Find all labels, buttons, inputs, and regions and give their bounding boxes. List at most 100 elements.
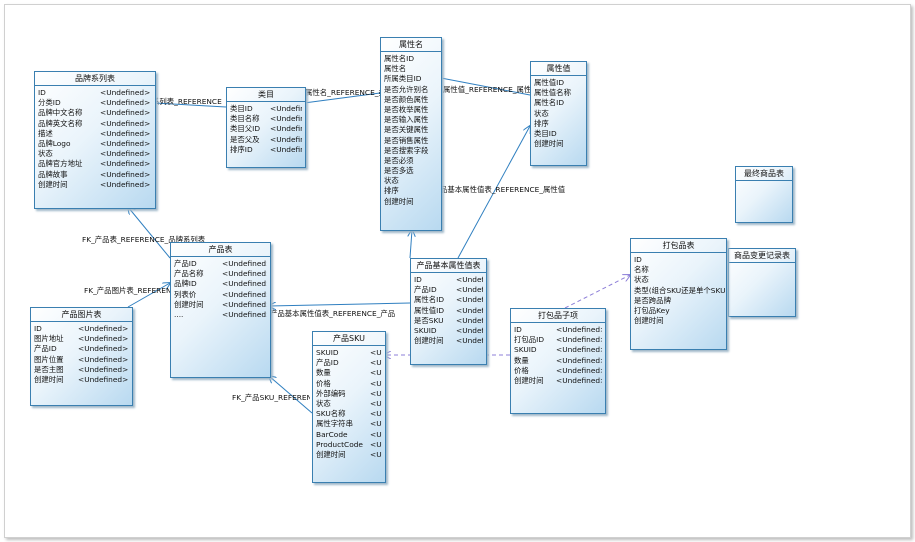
field-name: 打包品Key [634, 305, 670, 315]
field-row: 类目ID<Undefin [230, 104, 302, 114]
entity-product-image[interactable]: 产品图片表 ID<Undefined>图片地址<Undefined>产品ID<U… [30, 307, 133, 406]
relation-label-category-attrname: 属性名_REFERENCE_类目 [305, 88, 394, 97]
field-type: <Undefined> [100, 159, 151, 169]
field-row: 图片地址<Undefined> [34, 334, 129, 344]
field-name: 创建时间 [34, 374, 64, 384]
field-row: 外部编码<Un [316, 389, 382, 399]
field-row: 状态<Un [316, 399, 382, 409]
field-name: 状态 [38, 149, 53, 159]
field-type: <Undefined> [222, 269, 267, 279]
field-name: ID [514, 325, 522, 334]
field-name: 价格 [316, 378, 331, 388]
field-row: ProductCode<Un [316, 440, 382, 450]
field-name: 属性值ID [534, 78, 565, 87]
field-row: SKUID<Un [316, 348, 382, 358]
field-name: 图片地址 [34, 334, 64, 344]
field-name: 属性值ID [414, 305, 445, 315]
field-type: <Undefi [456, 315, 483, 325]
field-row: 排序 [384, 186, 438, 196]
relation-label-image-product: FK_产品图片表_REFERENCE_产品表 [84, 286, 208, 295]
field-type: <Undefined> [100, 138, 151, 148]
field-type: <Undefin [270, 104, 302, 113]
field-row: 是否颜色属性 [384, 95, 438, 105]
field-type: <Un [370, 449, 382, 459]
field-row: 创建时间<Undefined> [38, 180, 152, 190]
entity-title: 产品表 [171, 243, 270, 257]
field-row: 是否多选 [384, 166, 438, 176]
field-name: 数量 [514, 355, 529, 365]
field-row: 产品ID<Undefi [414, 285, 483, 295]
field-name: 品牌ID [174, 279, 197, 289]
field-name: 价格 [514, 365, 529, 375]
field-name: 是否SKU [414, 315, 444, 325]
field-type: <Undefined> [100, 128, 151, 138]
field-name: SKU名称 [316, 409, 346, 419]
field-row: 属性名ID [534, 98, 583, 108]
field-name: 是否父及 [230, 134, 260, 144]
field-row: SKU名称 <Un [316, 409, 382, 419]
entity-product[interactable]: 产品表 产品ID<Undefined>产品名称 <Undefined> 品牌ID <U… [170, 242, 271, 378]
field-name: 名称 [634, 265, 649, 275]
entity-bestseller[interactable]: 最终商品表 [735, 166, 793, 223]
relation-label-sku-product: FK_产品SKU_REFERENCE_产品表 [232, 393, 310, 402]
field-type: <Un [370, 409, 382, 419]
field-name: 打包品ID [514, 335, 545, 345]
field-name: 创建时间 [414, 336, 444, 346]
field-row: 产品ID<Undefined> [174, 259, 267, 269]
field-type: <Undefined> [556, 375, 602, 385]
image-product-line [127, 283, 170, 308]
field-row: 是否必须 [384, 156, 438, 166]
field-name: 是否颜色属性 [384, 94, 429, 104]
field-name: 是否主图 [34, 364, 64, 374]
field-row: 是否关键属性 [384, 125, 438, 135]
relation-label-pav-product: 产品基本属性值表_REFERENCE_产品 [270, 309, 396, 318]
field-name: 品牌英文名称 [38, 118, 83, 128]
field-type: <Undefi [456, 285, 483, 295]
field-type: <Undefined> [222, 259, 267, 268]
field-name: 创建时间 [514, 375, 544, 385]
field-name: 类目名称 [230, 114, 260, 124]
field-type: <Undefin [270, 114, 302, 124]
field-row: ID <Undefined> [514, 325, 602, 335]
field-row: 创建时间<Un [316, 450, 382, 460]
entity-title: 属性值 [531, 62, 586, 76]
entity-title: 商品变更记录表 [729, 249, 795, 263]
field-row: 创建时间<Undefined> [34, 375, 129, 385]
field-row: ID [634, 255, 723, 265]
field-type: <Un [370, 388, 382, 398]
field-row: 产品名称 <Undefined> [174, 269, 267, 279]
entity-product-change-log[interactable]: 商品变更记录表 [728, 248, 796, 317]
entity-product-sku[interactable]: 产品SKU SKUID<Un产品ID<Un数量<Un价格<Un外部编码<Un状态… [312, 331, 386, 483]
field-row: 数量<Un [316, 368, 382, 378]
field-row: 创建时间 <Undefined> [514, 376, 602, 386]
field-name: 属性名ID [534, 98, 565, 108]
entity-title: 品牌系列表 [35, 72, 155, 86]
field-name: 所属类目ID [384, 74, 422, 84]
entity-product-attribute-value[interactable]: 产品基本属性值表 ID<Undefi产品ID<Undefi属性名ID<Undef… [410, 258, 487, 365]
field-name: 创建时间 [384, 196, 414, 206]
field-row: 排序 [534, 119, 583, 129]
field-row: 品牌官方地址<Undefined> [38, 159, 152, 169]
field-row: 所属类目ID [384, 74, 438, 84]
field-type: <Undefi [456, 325, 483, 335]
field-row: 是否输入属性 [384, 115, 438, 125]
sku-product-line [269, 376, 313, 414]
field-name: 类目ID [534, 128, 557, 138]
relation-label-attrvalue-attrname: 属性值_REFERENCE_属性名 [443, 85, 539, 94]
field-type: <Undefined> [100, 149, 151, 159]
field-name: 列表价 [174, 289, 197, 299]
attrvalue-attrname-line [441, 78, 531, 96]
field-row: 类目ID [534, 129, 583, 139]
field-name: 产品名称 [174, 269, 204, 279]
entity-brand-series[interactable]: 品牌系列表 ID<Undefined>分类ID<Undefined>品牌中文名称… [34, 71, 156, 209]
field-name: 属性值名称 [534, 88, 571, 98]
entity-bundle-item[interactable]: 打包品子项 ID<Undefined>打包品ID<Undefined>SKUID… [510, 308, 606, 414]
field-row: 创建时间 [384, 197, 438, 207]
entity-title: 产品SKU [313, 332, 385, 346]
field-type: <Undefined> [556, 325, 602, 334]
bundleitem-bundle-line [564, 275, 630, 309]
